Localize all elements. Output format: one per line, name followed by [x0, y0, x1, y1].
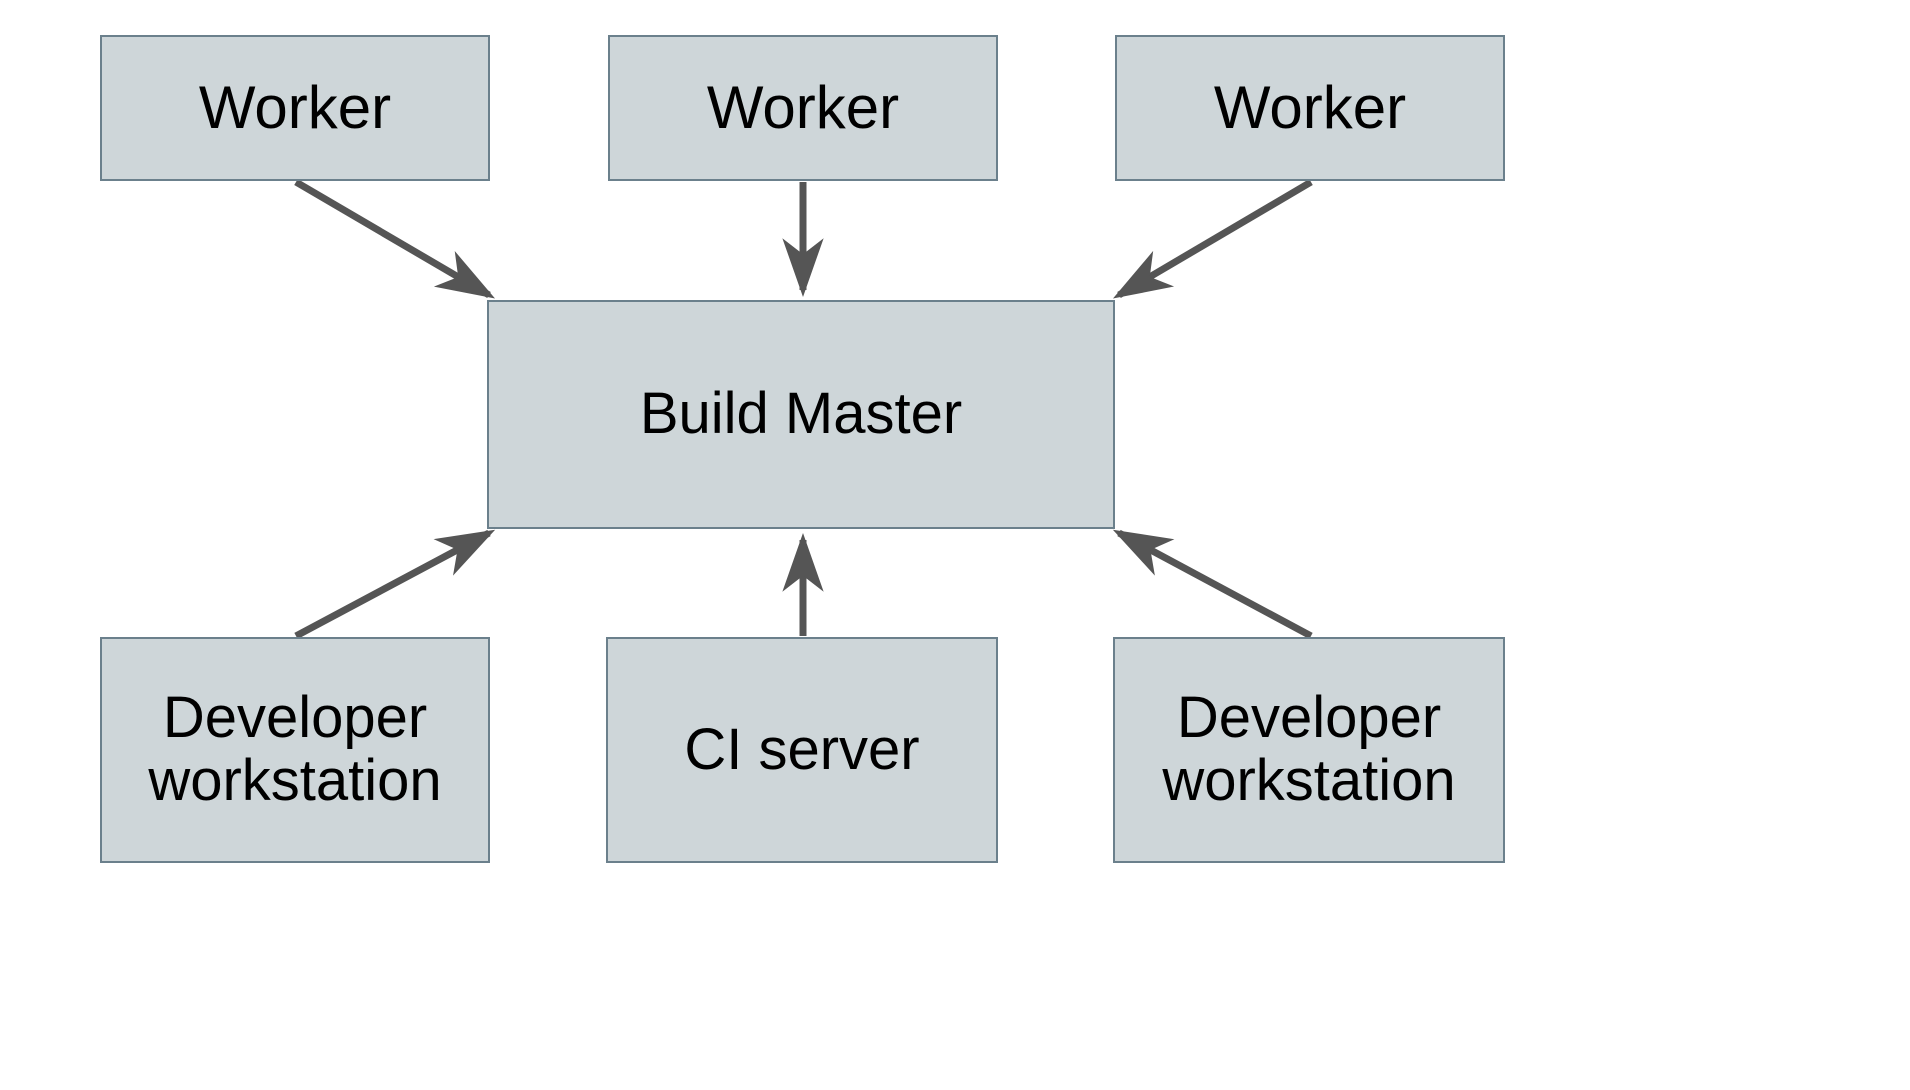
- node-build-master-label: Build Master: [639, 381, 963, 447]
- node-developer-workstation-left-label: Developer workstation: [148, 685, 442, 813]
- edge-worker1-to-master: [294, 178, 496, 299]
- node-worker-3[interactable]: Worker: [1115, 35, 1505, 181]
- node-worker-2-label: Worker: [706, 73, 900, 141]
- node-build-master[interactable]: Build Master: [487, 300, 1115, 529]
- node-worker-1-label: Worker: [198, 73, 392, 141]
- node-worker-3-label: Worker: [1213, 73, 1407, 141]
- node-developer-workstation-left[interactable]: Developer workstation: [100, 637, 490, 863]
- edge-worker3-to-master: [1112, 178, 1313, 299]
- node-worker-2[interactable]: Worker: [608, 35, 998, 181]
- node-ci-server-label: CI server: [684, 716, 920, 782]
- edge-devleft-to-master: [294, 529, 496, 640]
- node-developer-workstation-right[interactable]: Developer workstation: [1113, 637, 1505, 863]
- node-worker-1[interactable]: Worker: [100, 35, 490, 181]
- node-developer-workstation-right-label: Developer workstation: [1162, 685, 1456, 813]
- edge-devright-to-master: [1112, 529, 1313, 640]
- node-ci-server[interactable]: CI server: [606, 637, 998, 863]
